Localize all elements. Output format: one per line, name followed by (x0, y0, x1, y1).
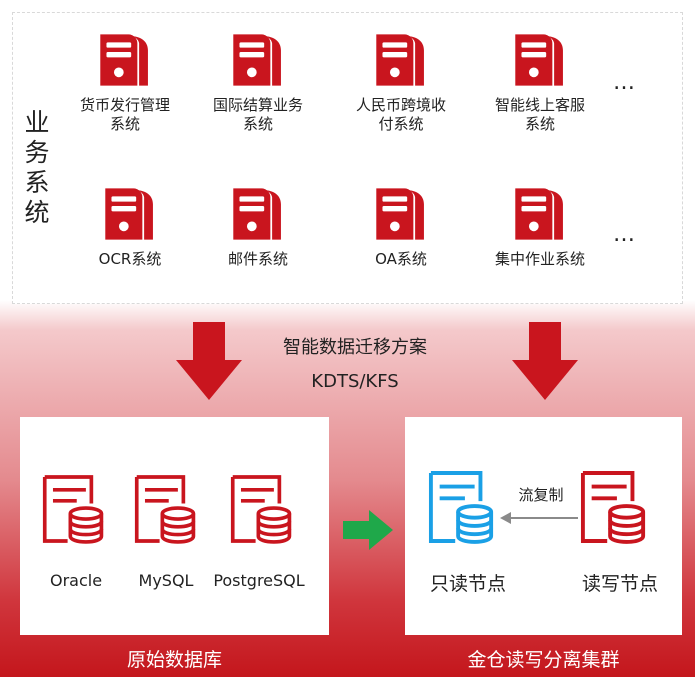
system-currency-issuance: 货币发行管理系统 (60, 32, 190, 134)
system-label: 人民币跨境收付系统 (356, 96, 447, 133)
db-label-mysql: MySQL (138, 571, 194, 590)
more-systems-ellipsis: … (613, 222, 636, 247)
database-server-icon (42, 474, 106, 544)
system-online-service: 智能线上客服系统 (475, 32, 605, 134)
server-icon (228, 32, 288, 88)
stream-replication-label: 流复制 (518, 486, 564, 504)
system-label: OCR系统 (98, 250, 162, 268)
system-label: 邮件系统 (227, 250, 288, 268)
readwrite-node-label: 读写节点 (581, 573, 658, 595)
server-icon (371, 186, 431, 242)
transfer-arrow-icon (343, 510, 393, 550)
server-icon (371, 32, 431, 88)
server-icon (95, 32, 155, 88)
readwrite-node-icon (580, 470, 648, 544)
business-systems-title: 业务系统 (24, 108, 50, 227)
system-label: OA系统 (375, 250, 427, 268)
source-database-caption: 原始数据库 (126, 649, 222, 671)
database-server-icon (230, 474, 294, 544)
down-arrow-icon (176, 322, 242, 400)
readonly-node-label: 只读节点 (429, 573, 506, 595)
server-icon (228, 186, 288, 242)
migration-tools: KDTS/KFS (311, 371, 399, 392)
down-arrow-icon (512, 322, 578, 400)
server-icon (510, 32, 570, 88)
database-server-icon (134, 474, 198, 544)
system-rmb-cross-border: 人民币跨境收付系统 (336, 32, 466, 134)
db-label-oracle: Oracle (49, 571, 103, 590)
server-icon (510, 186, 570, 242)
readonly-node-icon (428, 470, 496, 544)
db-label-postgresql: PostgreSQL (213, 571, 305, 590)
system-label: 智能线上客服系统 (495, 96, 586, 133)
target-cluster-caption: 金仓读写分离集群 (467, 649, 620, 671)
system-label: 国际结算业务系统 (213, 96, 304, 133)
system-label: 货币发行管理系统 (80, 96, 171, 133)
server-icon (100, 186, 160, 242)
migration-title: 智能数据迁移方案 (283, 337, 427, 358)
stream-replication-arrow-icon (500, 512, 578, 524)
system-label: 集中作业系统 (495, 250, 586, 268)
system-international-settlement: 国际结算业务系统 (193, 32, 323, 134)
system-centralized-ops: 集中作业系统 (475, 186, 605, 269)
more-systems-ellipsis: … (613, 70, 636, 95)
system-oa: OA系统 (336, 186, 466, 269)
system-mail: 邮件系统 (193, 186, 323, 269)
system-ocr: OCR系统 (65, 186, 195, 269)
